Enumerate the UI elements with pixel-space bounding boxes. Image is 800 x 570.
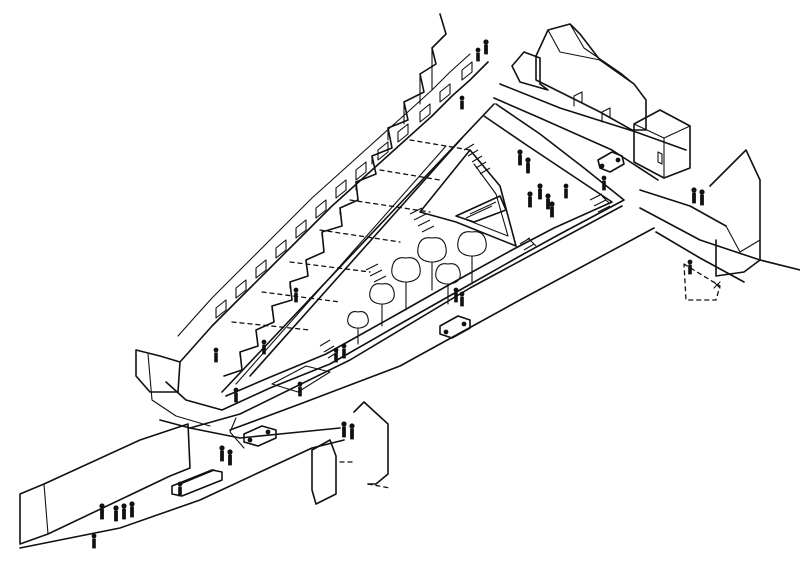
buildings-lower [19, 149, 761, 545]
bus-bottom-left [171, 469, 223, 497]
building-bottom-left-edge [43, 483, 49, 535]
road-bottom-upper [159, 419, 341, 439]
inner-triangle-edge [461, 163, 509, 237]
tree [347, 311, 369, 345]
central-monument-hatch [465, 201, 497, 219]
building-block-window [657, 151, 663, 165]
people [91, 39, 705, 549]
road-top-edge-2 [493, 97, 659, 181]
building-right-marker [713, 281, 721, 289]
tree [417, 237, 447, 291]
car-top-right [597, 151, 625, 173]
building-block-edge [633, 123, 691, 179]
terraced-houses [177, 13, 489, 377]
interior-streets [221, 103, 495, 393]
building-left-block [135, 349, 181, 393]
road-top-edge-1 [499, 83, 687, 151]
house-party-walls [239, 47, 433, 357]
house-facade-line [177, 53, 471, 337]
people-group-bottom-left [91, 421, 355, 549]
stair-top [463, 143, 491, 175]
stairs [319, 143, 611, 359]
corner-building-top [511, 51, 549, 91]
building-bottom-right-dashed [339, 461, 391, 489]
central-monument [455, 195, 507, 223]
building-block [633, 109, 691, 179]
building-right-dashed [683, 263, 721, 301]
street-bottom-edge [229, 417, 245, 449]
road-south-upper [189, 205, 623, 429]
people-group-square-east [517, 149, 607, 218]
car-park-edge [439, 315, 471, 339]
cars [171, 151, 625, 497]
street-edge-3 [235, 145, 447, 385]
main-roads [19, 83, 800, 549]
square-inner-boundary [225, 115, 613, 397]
stair-low [365, 263, 387, 283]
building-gabled [535, 23, 647, 131]
people-group-street-right [687, 187, 705, 275]
street-edge-2 [249, 137, 463, 377]
triangular-square [165, 103, 625, 411]
buildings-top-right [511, 23, 691, 179]
inner-triangle-plaza [419, 149, 517, 247]
stair-park-east [519, 237, 537, 251]
people-group-top [459, 39, 489, 110]
road-east-upper [639, 189, 727, 227]
road-south-lower [229, 227, 655, 431]
tree [457, 231, 487, 285]
road-bottom-lower [19, 439, 345, 549]
house-porches [215, 61, 473, 319]
road-east-lower [639, 207, 800, 271]
tree [391, 257, 421, 311]
building-bottom-right [353, 401, 389, 485]
house-front-base [179, 61, 489, 363]
cross-paths [231, 139, 471, 331]
tree [369, 283, 395, 327]
building-right-inner [725, 225, 761, 253]
building-bottom-middle [311, 439, 337, 505]
building-bottom-left-long [19, 423, 191, 545]
stair-mid [409, 207, 435, 233]
road-bottom-curb [147, 353, 211, 427]
car-bottom [243, 425, 277, 447]
trees [347, 231, 487, 345]
building-gabled-doors [573, 91, 611, 123]
stair-right [589, 193, 611, 213]
square-outer-boundary [165, 103, 625, 411]
building-gabled-roof [547, 23, 635, 85]
building-right-corner [709, 149, 761, 277]
